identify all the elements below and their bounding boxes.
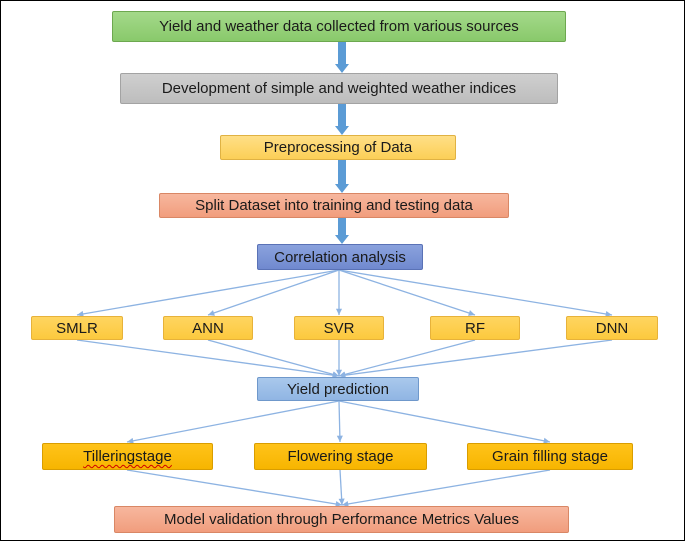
node-correlation-analysis: Correlation analysis	[257, 244, 423, 270]
node-label: Development of simple and weighted weath…	[161, 80, 517, 97]
node-label: Split Dataset into training and testing …	[195, 197, 473, 214]
node-label: Yield and weather data collected from va…	[159, 18, 519, 35]
node-yield-prediction: Yield prediction	[257, 377, 419, 401]
node-label: Yield prediction	[286, 380, 389, 398]
node-model-svr: SVR	[294, 316, 384, 340]
node-model-rf: RF	[430, 316, 520, 340]
node-grain-filling-stage: Grain filling stage	[467, 443, 633, 470]
node-label: Flowering stage	[287, 448, 394, 465]
node-label: SMLR	[56, 319, 98, 337]
node-label: Correlation analysis	[274, 248, 406, 266]
arrow-flowering-to-validation	[338, 469, 345, 506]
node-label: Preprocessing of Data	[263, 139, 413, 156]
node-split-dataset: Split Dataset into training and testing …	[159, 193, 509, 218]
arrow-tillering-to-validation	[126, 469, 343, 507]
arrow-correlation-to-smlr	[76, 269, 340, 317]
node-label: RF	[465, 319, 485, 337]
node-label: Model validation through Performance Met…	[164, 511, 519, 528]
arrow-svr-to-yield	[335, 340, 343, 376]
arrow-yield-to-grain	[338, 400, 551, 444]
node-preprocessing: Preprocessing of Data	[220, 135, 456, 160]
node-label: DNN	[595, 319, 629, 337]
arrow-correlation-to-dnn	[338, 269, 613, 317]
node-tillering-stage: Tilleringstage	[42, 443, 213, 470]
arrow-smlr-to-yield	[76, 339, 340, 379]
block-arrow-indices-to-preprocessing	[335, 104, 349, 135]
arrow-correlation-to-rf	[338, 269, 476, 316]
arrow-rf-to-yield	[338, 339, 476, 378]
arrow-correlation-to-ann	[207, 269, 340, 316]
node-flowering-stage: Flowering stage	[254, 443, 427, 470]
node-model-smlr: SMLR	[31, 316, 123, 340]
arrow-ann-to-yield	[207, 339, 340, 378]
node-weather-indices: Development of simple and weighted weath…	[120, 73, 558, 104]
block-arrows	[335, 42, 349, 244]
arrow-dnn-to-yield	[338, 339, 613, 379]
node-label: Grain filling stage	[492, 448, 608, 465]
node-label: ANN	[192, 319, 224, 337]
thin-connector-arrows	[76, 269, 613, 507]
node-model-dnn: DNN	[566, 316, 658, 340]
block-arrow-preprocessing-to-split	[335, 160, 349, 193]
node-data-sources: Yield and weather data collected from va…	[112, 11, 566, 42]
block-arrow-split-to-correlation	[335, 218, 349, 244]
node-model-ann: ANN	[163, 316, 253, 340]
arrow-grain-to-validation	[341, 469, 551, 507]
arrow-yield-to-tillering	[126, 400, 340, 444]
node-model-validation: Model validation through Performance Met…	[114, 506, 569, 533]
arrow-correlation-to-svr	[335, 270, 343, 315]
arrow-yield-to-flowering	[336, 400, 343, 443]
node-label: SVR	[323, 319, 355, 337]
block-arrow-sources-to-indices	[335, 42, 349, 73]
node-label: Tilleringstage	[83, 448, 172, 465]
